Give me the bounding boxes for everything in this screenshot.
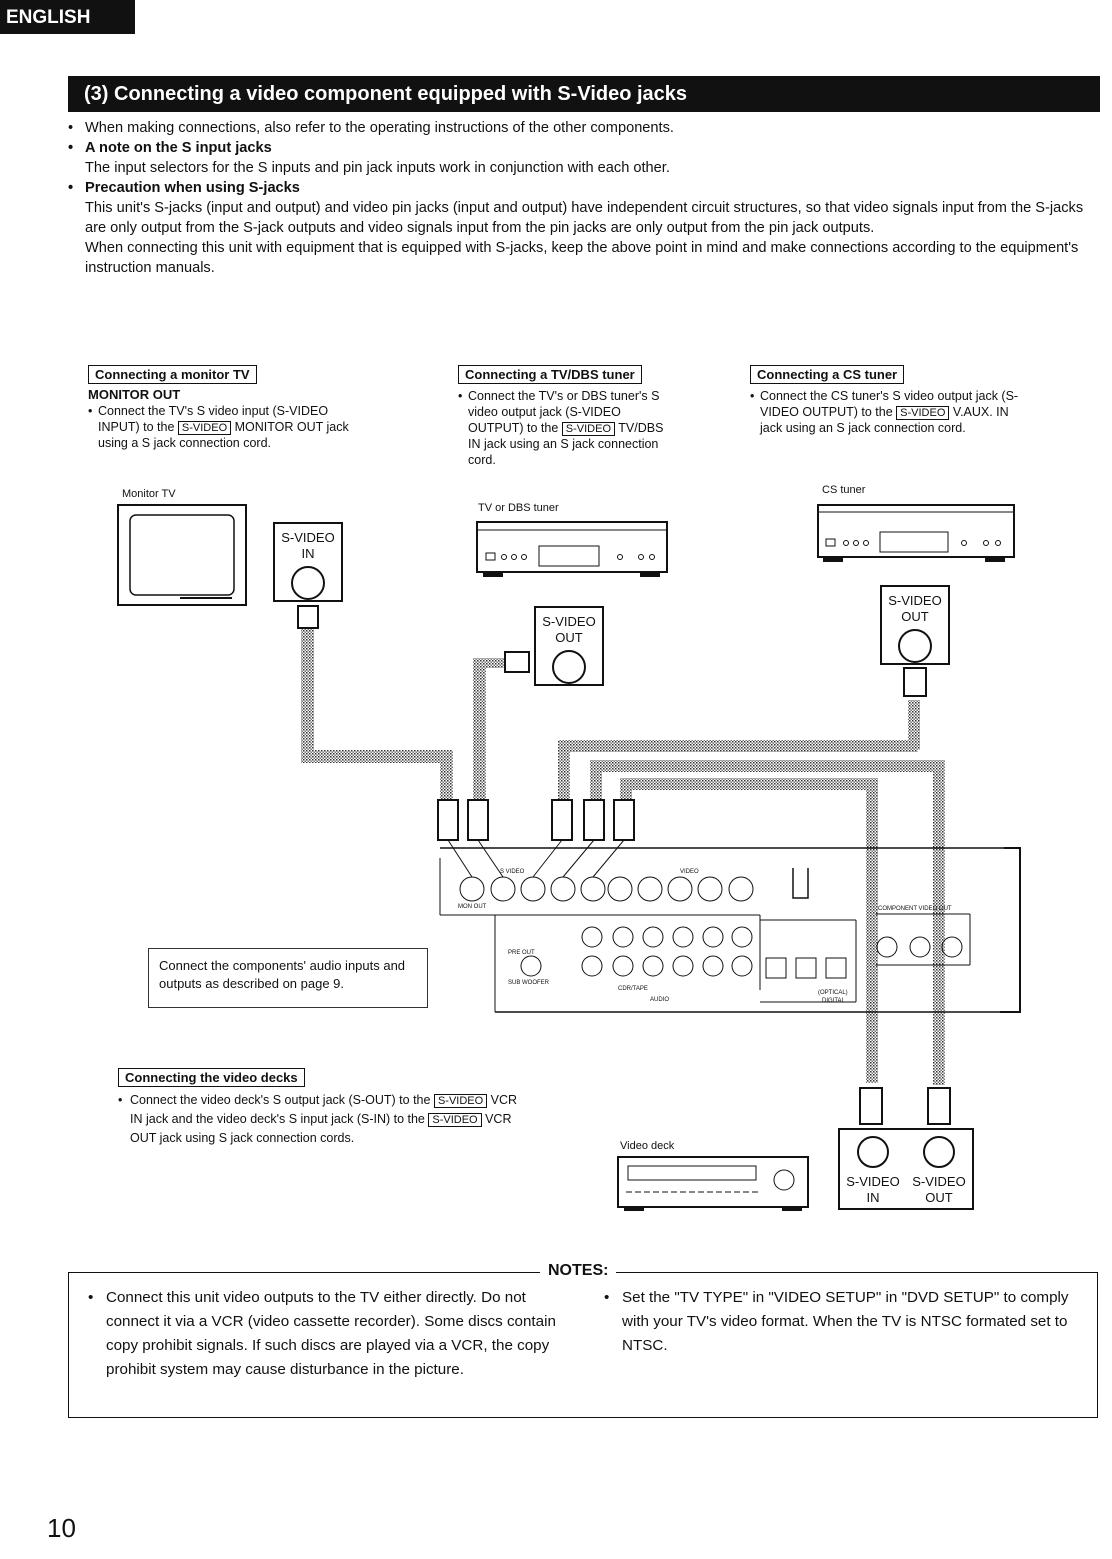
monitor-tv-illustration [117,504,247,606]
cables [301,620,945,1085]
page-number: 10 [47,1513,76,1543]
cs-svideo-out-jack: S-VIDEO OUT [880,585,950,665]
note-text: The input selectors for the S inputs and… [85,160,670,176]
note-heading: A note on the S input jacks [68,138,1102,158]
note-right-text: Set the "TV TYPE" in "VIDEO SETUP" in "D… [604,1286,1079,1358]
videodeck-title: Connecting the video decks [118,1068,305,1087]
precaution-text-2: When connecting this unit with equipment… [85,240,1079,276]
jack-label: S-VIDEO [281,530,335,545]
jack-label: OUT [925,1190,953,1205]
audio-connection-note: Connect the components' audio inputs and… [148,948,428,1008]
jack-label: IN [301,546,315,561]
cs-tuner-label: CS tuner [822,484,866,496]
panel-label-pre-out: PRE OUT [508,950,535,956]
monitor-title: Connecting a monitor TV [88,365,257,384]
cs-section: Connecting a CS tuner • Connect the CS t… [750,365,1025,436]
panel-label-component: COMPONENT VIDEO OUT [878,906,952,912]
language-tab: ENGLISH [0,0,135,34]
notes-box [68,1272,1098,1418]
jack-label: OUT [555,630,583,645]
cs-tuner-illustration [817,504,1015,562]
precaution-text-1: This unit's S-jacks (input and output) a… [85,200,1084,236]
tvdbs-svideo-out-jack: S-VIDEO OUT [534,606,604,686]
panel-label-optical: (OPTICAL) [818,990,848,996]
jack-label: S-VIDEO [912,1174,966,1189]
panel-label-digital: DIGITAL [822,998,845,1004]
jack-label: S-VIDEO [542,614,596,629]
monitor-tv-label: Monitor TV [122,488,176,500]
panel-label-video: VIDEO [680,869,699,875]
cs-text-a: Connect the CS tuner's S video output ja… [760,389,1019,419]
cs-instructions: • Connect the CS tuner's S video output … [750,389,1019,435]
cable-lines [447,839,625,878]
receiver-back-panel [439,847,1021,1013]
panel-label-subwoofer: SUB WOOFER [508,980,550,986]
intro-text: When making connections, also refer to t… [68,118,1102,278]
videodeck-instructions: • Connect the video deck's S output jack… [118,1093,518,1145]
videodeck-section: Connecting the video decks • Connect the… [118,1068,518,1148]
note-left-text: Connect this unit video outputs to the T… [88,1286,560,1382]
svideo-connector-icon [291,566,325,600]
svideo-connector-icon [923,1136,955,1168]
tvdbs-section: Connecting a TV/DBS tuner • Connect the … [458,365,673,468]
video-deck-label: Video deck [620,1140,675,1152]
notes-title: NOTES: [540,1262,617,1280]
videodeck-text-c: VCR OUT jack using S jack connection cor… [130,1112,512,1145]
section-title: (3) Connecting a video component equippe… [68,76,1100,112]
panel-label-svideo: S VIDEO [500,869,525,875]
monitor-instructions: • Connect the TV's S video input (S-VIDE… [88,404,349,450]
jack-label: S-VIDEO [846,1174,900,1189]
jack-label: IN [866,1190,880,1205]
monitor-section: Connecting a monitor TV MONITOR OUT • Co… [88,365,358,451]
monitor-text-a: Connect the TV's S video input (S-VIDEO … [98,404,329,434]
jack-label: S-VIDEO [888,593,942,608]
s-plugs [297,605,951,1125]
tvdbs-tuner-illustration [476,521,668,577]
note-left: Connect this unit video outputs to the T… [88,1286,560,1382]
tvdbs-title: Connecting a TV/DBS tuner [458,365,642,384]
cs-text-b: V.AUX. IN jack using an S jack connectio… [760,405,1009,435]
video-deck-illustration [617,1156,809,1211]
svideo-badge: S-VIDEO [428,1113,482,1127]
panel-label-cdr-tape: CDR/TAPE [618,986,648,992]
monitor-svideo-in-jack: S-VIDEO IN [273,522,343,602]
videodeck-text-a: Connect the video deck's S output jack (… [130,1093,431,1107]
svideo-connector-icon [552,650,586,684]
svideo-connector-icon [898,629,932,663]
cs-title: Connecting a CS tuner [750,365,905,384]
intro-line: When making connections, also refer to t… [68,118,1102,138]
jack-label: OUT [901,609,929,624]
precaution-heading: Precaution when using S-jacks [68,178,1102,198]
videodeck-text-b: VCR IN jack and the video deck's S input… [130,1093,518,1126]
monitor-text-b: MONITOR OUT jack using a S jack connecti… [98,420,349,450]
monitor-subtitle: MONITOR OUT [88,387,181,402]
panel-label-audio: AUDIO [650,997,670,1003]
tvdbs-text-b: TV/DBS IN jack using an S jack connectio… [468,421,664,467]
tvdbs-tuner-label: TV or DBS tuner [478,502,559,514]
tvdbs-instructions: • Connect the TV's or DBS tuner's S vide… [458,389,664,467]
svideo-connector-icon [857,1136,889,1168]
svideo-badge: S-VIDEO [433,1094,488,1108]
panel-label-mon-out: MON OUT [458,904,487,910]
note-right: Set the "TV TYPE" in "VIDEO SETUP" in "D… [604,1286,1079,1358]
tvdbs-text-a: Connect the TV's or DBS tuner's S video … [468,389,660,435]
